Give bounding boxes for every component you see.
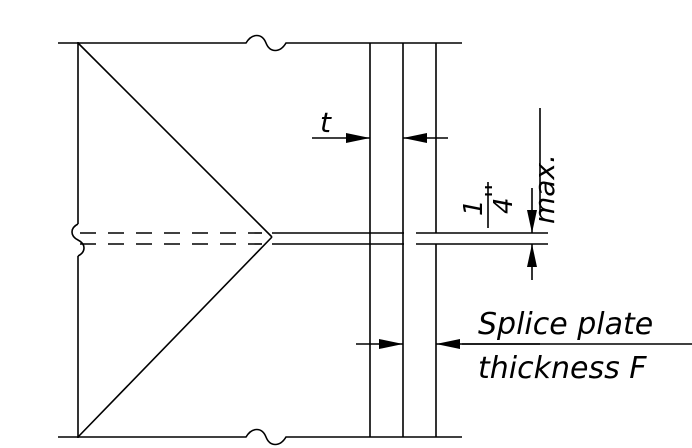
lower-bevel-line	[77, 236, 273, 438]
t-arrow-left	[403, 133, 427, 143]
quarter-numerator: 1	[459, 199, 489, 216]
max-label: max.	[528, 154, 561, 224]
quarter-inch-max-label: 1 4 '' max.	[459, 154, 561, 228]
t-arrow-right	[346, 133, 370, 143]
quarter-denominator: 4	[489, 197, 519, 214]
splice-arrow-right	[379, 339, 403, 349]
gap-arrow-down	[527, 210, 537, 233]
bottom-edge-with-break	[58, 428, 462, 446]
left-break-symbol	[71, 223, 85, 257]
upper-bevel-line	[77, 42, 273, 238]
t-label: t	[320, 106, 332, 139]
splice-plate-label: Splice plate	[478, 307, 653, 342]
thickness-f-label: thickness F	[478, 351, 647, 386]
top-edge-with-break	[58, 34, 462, 52]
splice-arrow-left	[436, 339, 460, 349]
gap-arrow-up	[527, 244, 537, 267]
quarter-inch-marks: ''	[481, 184, 511, 198]
